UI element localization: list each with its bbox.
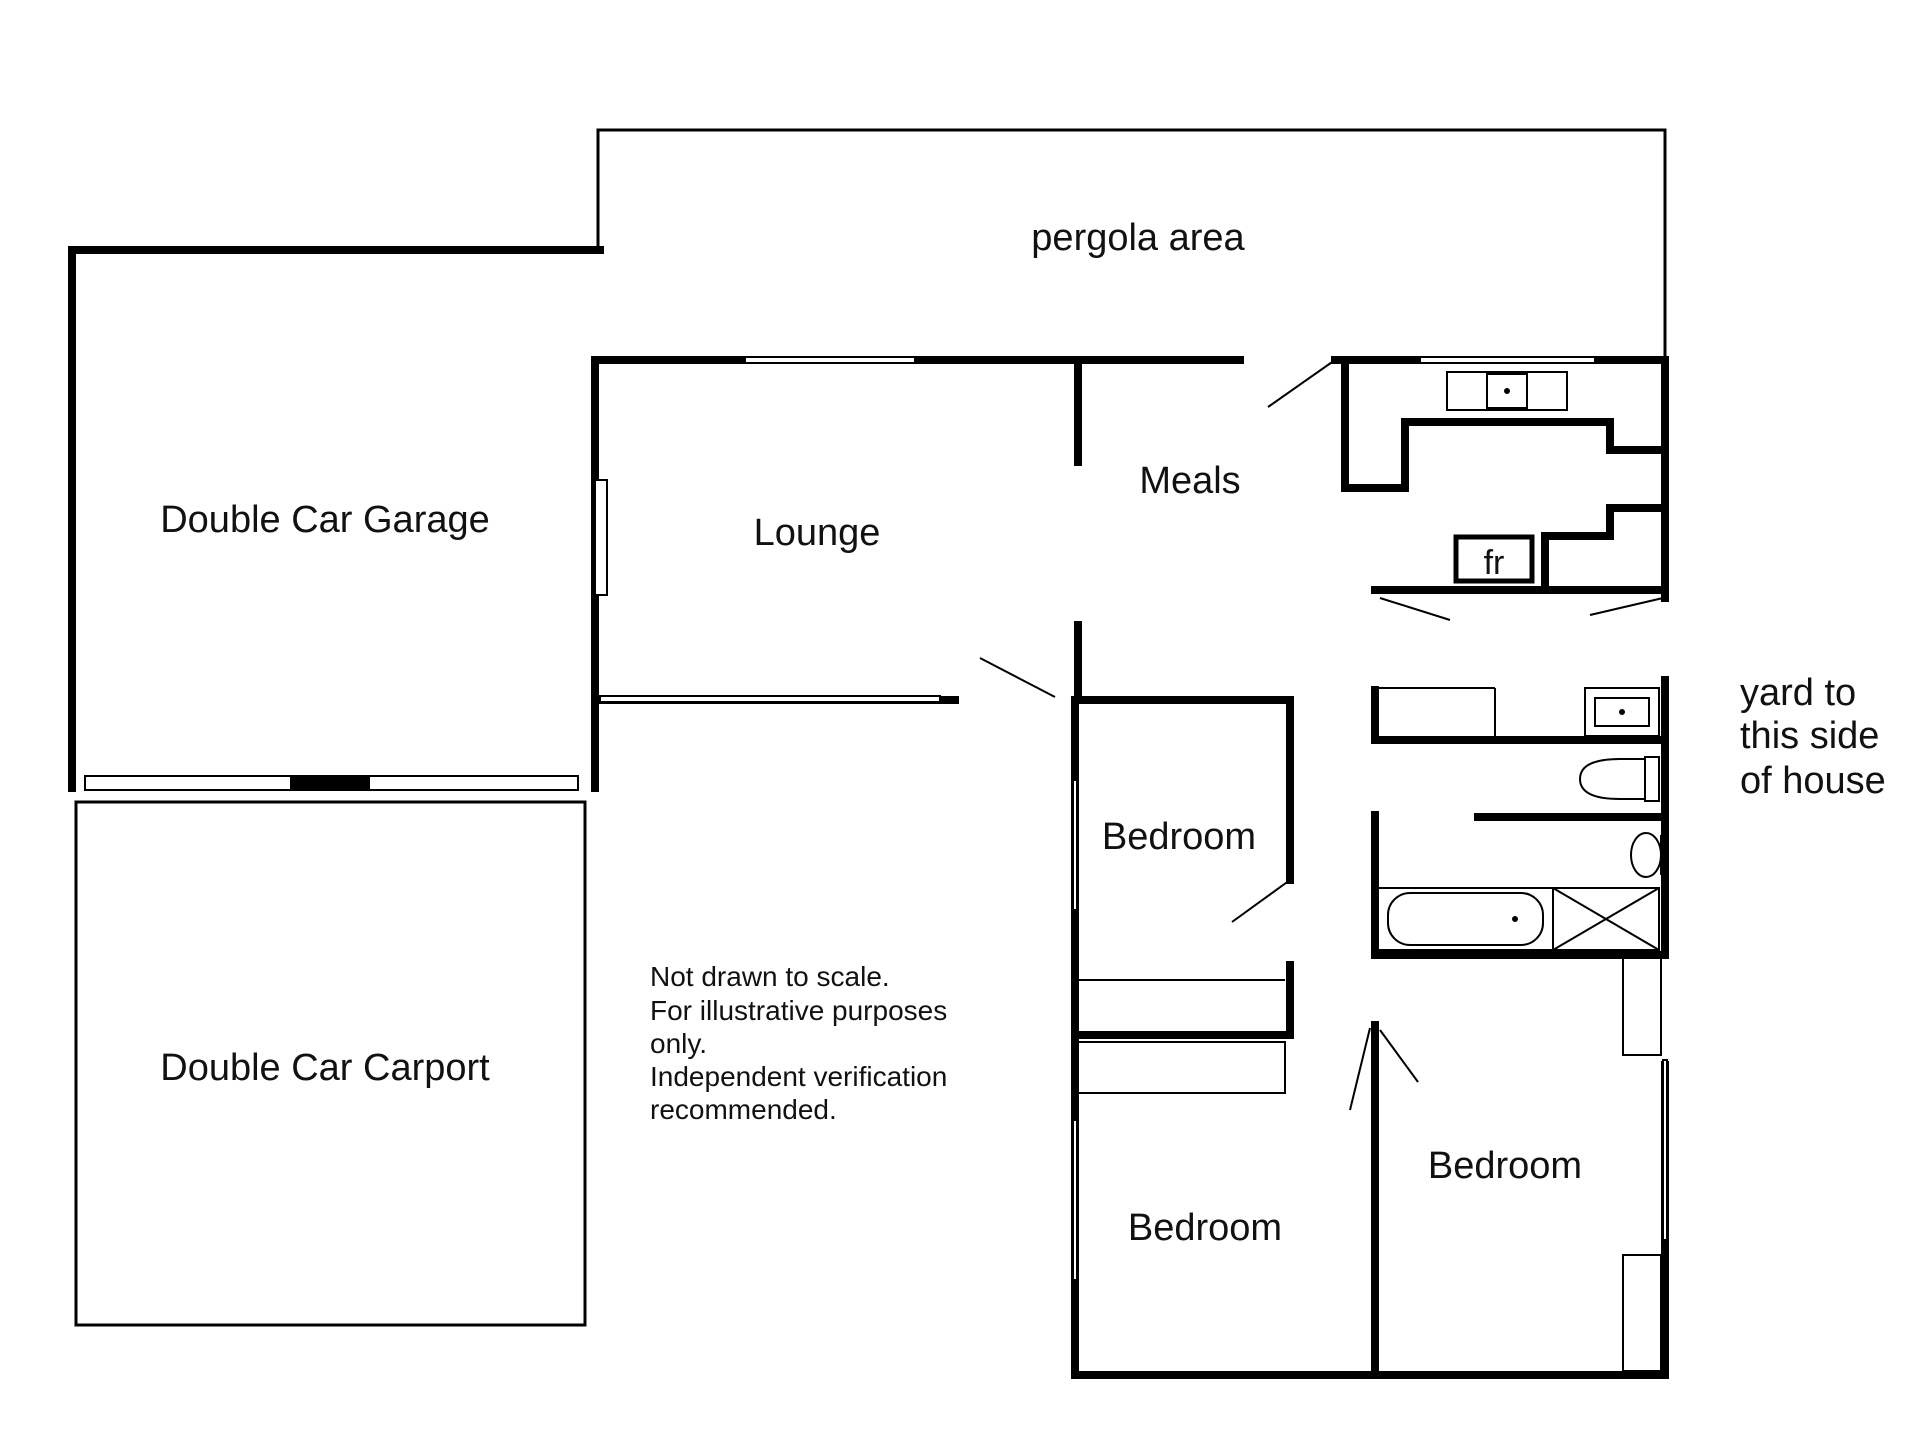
- yard-note: yard to this side of house: [1740, 672, 1886, 802]
- pergola-area-label: pergola area: [1031, 217, 1245, 259]
- disclaimer-line: recommended.: [650, 1094, 837, 1125]
- windows: [84, 356, 1668, 1281]
- fridge: fr: [1453, 534, 1535, 584]
- carport-label: Double Car Carport: [160, 1047, 490, 1089]
- garage-door: [290, 776, 370, 790]
- disclaimer-line: Independent verification: [650, 1061, 947, 1092]
- bedroom-label: Bedroom: [1102, 816, 1256, 858]
- fridge-label: fr: [1484, 544, 1505, 582]
- lounge-label: Lounge: [754, 512, 881, 554]
- yard-note-line: yard to: [1740, 672, 1856, 714]
- disclaimer: Not drawn to scale. For illustrative pur…: [650, 961, 947, 1125]
- disclaimer-line: For illustrative purposes: [650, 995, 947, 1026]
- disclaimer-line: only.: [650, 1028, 707, 1059]
- disclaimer-line: Not drawn to scale.: [650, 961, 890, 992]
- garage-label: Double Car Garage: [160, 499, 490, 541]
- bedroom-label: Bedroom: [1128, 1207, 1282, 1249]
- kitchen-sink: [1446, 371, 1568, 411]
- bathroom-fixtures: [1377, 687, 1662, 951]
- bedroom-label: Bedroom: [1428, 1145, 1582, 1187]
- yard-note-line: this side: [1740, 715, 1879, 757]
- meals-label: Meals: [1139, 460, 1240, 502]
- door-swings: [979, 359, 1664, 1111]
- thin-outlines: [74, 128, 1667, 1327]
- wardrobes: [1078, 956, 1662, 1372]
- exterior-walls: [68, 246, 1669, 1379]
- yard-note-line: of house: [1740, 760, 1886, 802]
